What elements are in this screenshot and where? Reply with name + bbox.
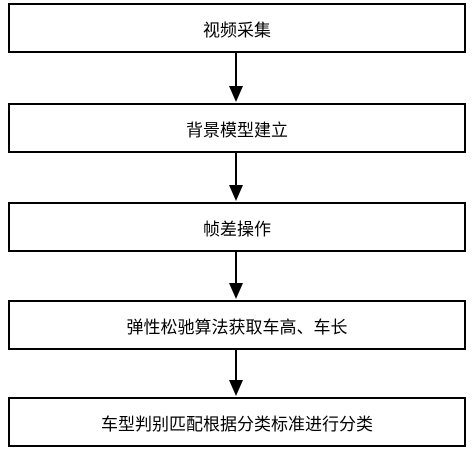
step-video-capture: 视频采集 <box>8 3 466 53</box>
step-label: 背景模型建立 <box>186 120 288 141</box>
arrow-down-icon <box>229 153 243 201</box>
step-label: 车型判别匹配根据分类标准进行分类 <box>101 414 373 435</box>
arrow-down-icon <box>229 252 243 299</box>
step-background-model: 背景模型建立 <box>8 103 466 153</box>
step-label: 弹性松驰算法获取车高、车长 <box>126 317 348 338</box>
step-frame-difference: 帧差操作 <box>8 202 466 252</box>
step-label: 视频采集 <box>203 20 271 41</box>
step-label: 帧差操作 <box>203 219 271 240</box>
step-vehicle-classification: 车型判别匹配根据分类标准进行分类 <box>8 397 466 447</box>
step-elastic-relaxation: 弹性松驰算法获取车高、车长 <box>8 300 466 350</box>
arrow-down-icon <box>229 53 243 102</box>
arrow-down-icon <box>229 350 243 396</box>
